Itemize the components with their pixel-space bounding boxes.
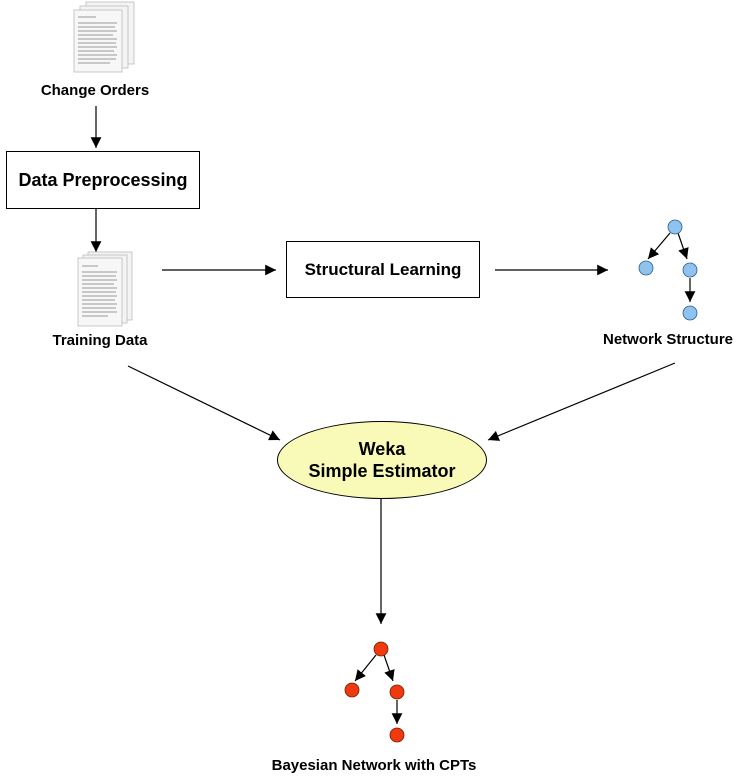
network-structure-label: Network Structure: [602, 331, 734, 348]
estimator-line2: Simple Estimator: [308, 461, 456, 481]
graph-node-root: [373, 641, 389, 657]
network-structure-graph: [638, 219, 698, 321]
change-orders-label: Change Orders: [40, 82, 150, 99]
arrow-network-structure-to-estimator: [487, 362, 676, 441]
structural-learning-label: Structural Learning: [304, 259, 462, 279]
change-orders-document-icon: [73, 1, 135, 73]
graph-node-left: [638, 260, 654, 276]
arrow-training-data-to-estimator: [127, 365, 281, 441]
weka-simple-estimator-node: Weka Simple Estimator: [277, 421, 487, 499]
graph-node-bottom: [389, 727, 405, 743]
structural-learning-box: Structural Learning: [286, 241, 480, 298]
graph-node-bottom: [682, 305, 698, 321]
graph-node-right: [682, 262, 698, 278]
training-data-document-icon: [77, 251, 133, 327]
graph-node-right: [389, 684, 405, 700]
training-data-label: Training Data: [52, 332, 148, 349]
estimator-line1: Weka: [358, 439, 406, 459]
data-preprocessing-box: Data Preprocessing: [6, 151, 200, 209]
bayesian-network-graph: [344, 641, 405, 743]
graph-node-root: [667, 219, 683, 235]
data-preprocessing-label: Data Preprocessing: [18, 169, 188, 190]
bayesian-network-label: Bayesian Network with CPTs: [271, 757, 477, 774]
graph-node-left: [344, 682, 360, 698]
